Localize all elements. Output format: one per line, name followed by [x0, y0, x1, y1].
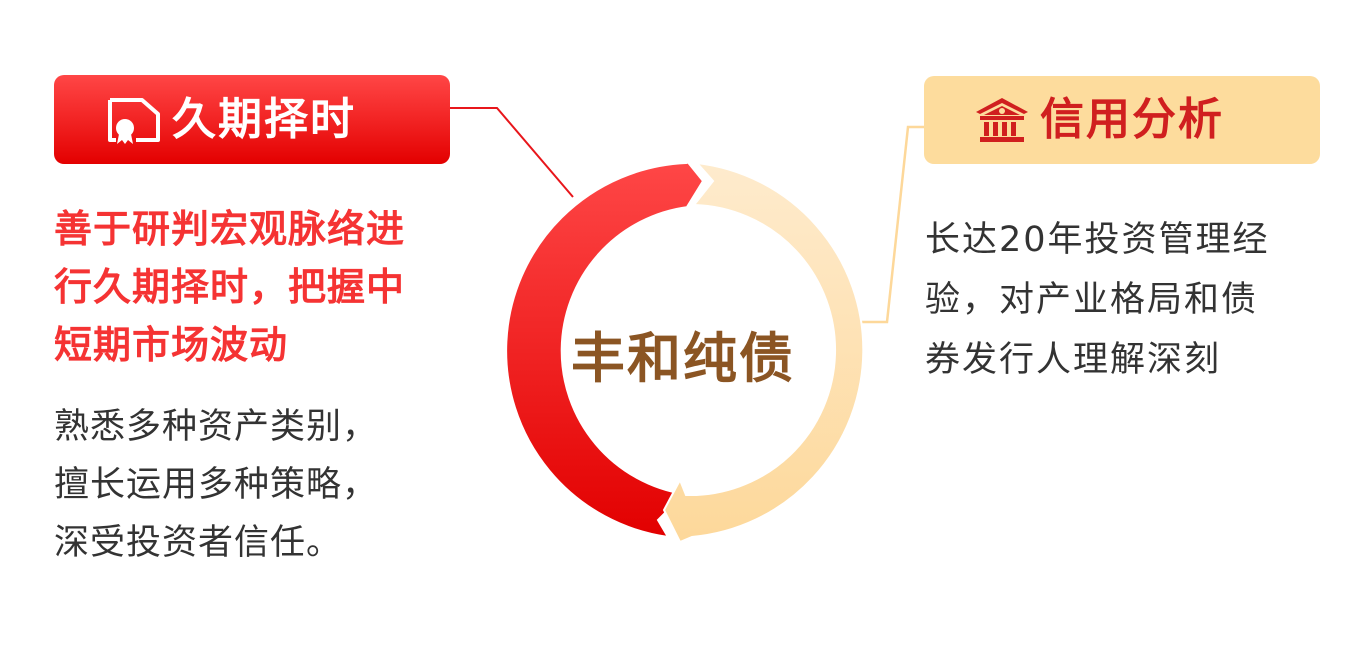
- description-line: 长达20年投资管理经: [925, 220, 1270, 260]
- highlight-line: 行久期择时，把握中: [54, 265, 406, 309]
- duration-timing-description: 熟悉多种资产类别， 擅长运用多种策略， 深受投资者信任。: [54, 398, 454, 572]
- highlight-line: 善于研判宏观脉络进: [54, 207, 406, 251]
- duration-timing-title: 久期择时: [172, 93, 356, 145]
- credit-analysis-title: 信用分析: [1040, 94, 1224, 145]
- highlight-line: 短期市场波动: [54, 323, 289, 367]
- description-line: 熟悉多种资产类别，: [54, 407, 379, 447]
- certificate-document-icon: [106, 96, 162, 144]
- credit-analysis-header: 信用分析: [924, 76, 1320, 164]
- credit-analysis-description: 长达20年投资管理经 验，对产业格局和债 券发行人理解深刻: [925, 210, 1330, 390]
- fund-name-label: 丰和纯债: [571, 326, 795, 390]
- description-line: 深受投资者信任。: [54, 523, 343, 563]
- bank-building-icon: [974, 96, 1030, 144]
- duration-timing-header: 久期择时: [54, 75, 450, 164]
- description-line: 验，对产业格局和债: [925, 280, 1259, 320]
- right-connector-line: [862, 125, 924, 324]
- duration-timing-highlight: 善于研判宏观脉络进 行久期择时，把握中 短期市场波动: [54, 200, 454, 374]
- description-line: 券发行人理解深刻: [925, 340, 1222, 380]
- description-line: 擅长运用多种策略，: [54, 465, 379, 505]
